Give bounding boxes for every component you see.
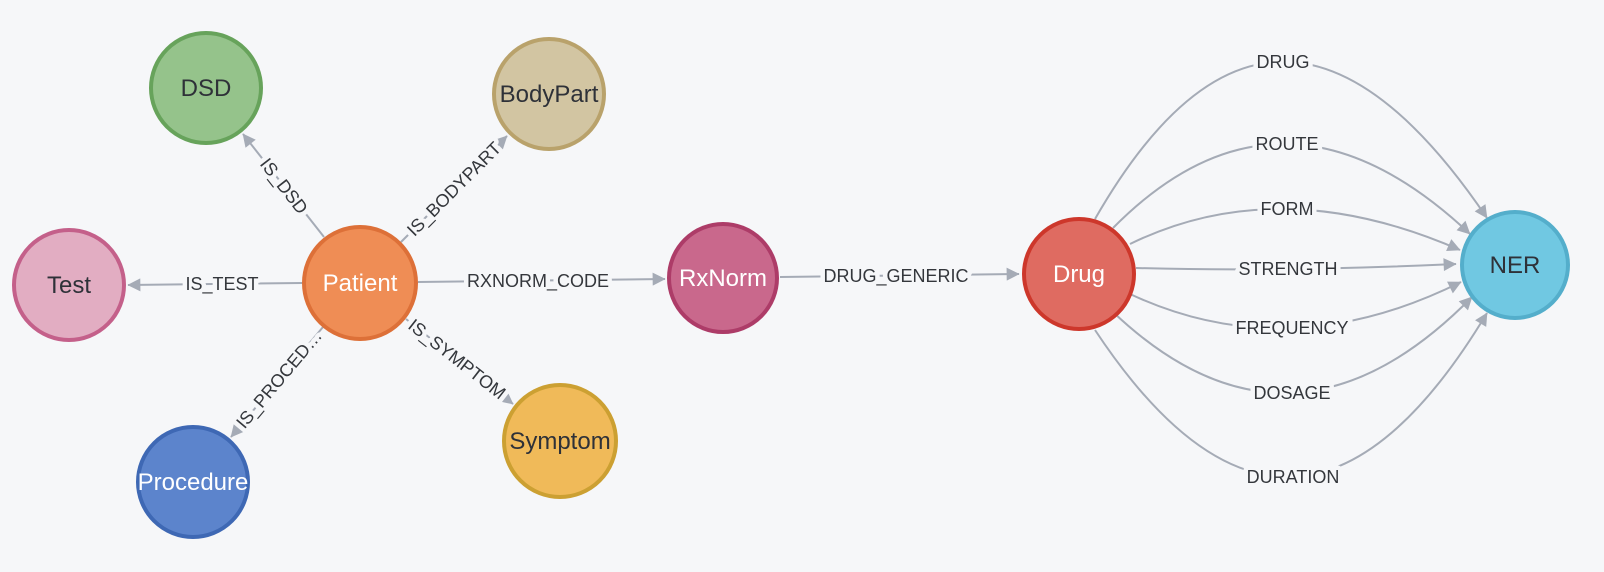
edge-label: RXNORM_CODE — [467, 271, 609, 292]
edge-label: IS_PROCED… — [232, 326, 327, 433]
node-drug[interactable]: Drug — [1022, 217, 1136, 331]
node-test[interactable]: Test — [12, 228, 126, 342]
edge-rxnorm-code[interactable]: RXNORM_CODE — [417, 267, 666, 297]
node-circle[interactable] — [492, 37, 606, 151]
node-label: Symptom — [509, 428, 610, 455]
edge-label: DOSAGE — [1253, 383, 1330, 403]
node-label: Procedure — [138, 469, 249, 496]
edge-duration[interactable]: DURATION — [1094, 312, 1488, 492]
node-circle[interactable] — [302, 225, 418, 341]
edge-line[interactable] — [1135, 258, 1457, 272]
edge-drug[interactable]: DRUG — [1094, 48, 1488, 220]
edge-label: IS_TEST — [185, 274, 258, 295]
edge-is-bodypart[interactable]: IS_BODYPART — [399, 134, 511, 246]
edge-line[interactable] — [230, 326, 324, 438]
edge-line[interactable] — [779, 267, 1020, 281]
node-circle[interactable] — [1460, 210, 1570, 320]
node-rxnorm[interactable]: RxNorm — [667, 222, 779, 334]
node-label: RxNorm — [679, 265, 767, 292]
edge-label: FORM — [1261, 199, 1314, 219]
node-label: Test — [47, 272, 91, 299]
node-patient[interactable]: Patient — [302, 225, 418, 341]
node-circle[interactable] — [149, 31, 263, 145]
node-procedure[interactable]: Procedure — [136, 425, 250, 539]
node-circle[interactable] — [12, 228, 126, 342]
edge-line[interactable] — [242, 133, 325, 238]
node-label: Drug — [1053, 261, 1105, 288]
edge-label: IS_SYMPTOM — [404, 315, 510, 404]
edge-is-dsd[interactable]: IS_DSD — [242, 133, 325, 238]
edge-line[interactable] — [1112, 143, 1471, 235]
edge-route[interactable]: ROUTE — [1112, 130, 1471, 235]
edge-label: ROUTE — [1256, 134, 1319, 154]
node-label: Patient — [323, 270, 398, 297]
node-circle[interactable] — [136, 425, 250, 539]
edge-line[interactable] — [405, 318, 514, 405]
node-symptom[interactable]: Symptom — [502, 383, 618, 499]
edge-dosage[interactable]: DOSAGE — [1112, 296, 1473, 408]
node-circle[interactable] — [667, 222, 779, 334]
edge-line[interactable] — [417, 272, 666, 286]
edge-label: DRUG — [1257, 52, 1310, 72]
node-ner[interactable]: NER — [1460, 210, 1570, 320]
edge-line[interactable] — [1094, 312, 1488, 478]
edge-label: IS_DSD — [255, 154, 312, 218]
edge-form[interactable]: FORM — [1129, 195, 1461, 252]
edge-line[interactable] — [1094, 60, 1488, 220]
node-bodypart[interactable]: BodyPart — [492, 37, 606, 151]
node-circle[interactable] — [502, 383, 618, 499]
node-label: NER — [1490, 252, 1541, 279]
edge-strength[interactable]: STRENGTH — [1135, 255, 1457, 284]
edge-line[interactable] — [400, 135, 508, 243]
edge-line[interactable] — [1129, 207, 1461, 252]
node-label: BodyPart — [500, 81, 599, 108]
edge-is-symptom[interactable]: IS_SYMPTOM — [399, 310, 514, 408]
node-circle[interactable] — [1022, 217, 1136, 331]
nodes-layer: DSD BodyPart Test Patient Procedure Symp… — [12, 31, 1570, 539]
node-dsd[interactable]: DSD — [149, 31, 263, 145]
edge-frequency[interactable]: FREQUENCY — [1129, 281, 1462, 343]
edge-line[interactable] — [127, 278, 303, 292]
edge-is-test[interactable]: IS_TEST — [127, 270, 303, 300]
edge-line[interactable] — [1112, 296, 1473, 394]
node-label: DSD — [181, 75, 232, 102]
edge-label: STRENGTH — [1239, 259, 1338, 279]
edge-drug-generic[interactable]: DRUG_GENERIC — [779, 262, 1020, 292]
edge-label: IS_BODYPART — [403, 138, 506, 241]
edge-is-procedure[interactable]: IS_PROCED… — [228, 321, 331, 438]
edge-label: FREQUENCY — [1235, 318, 1348, 338]
edge-line[interactable] — [1129, 281, 1462, 330]
edge-label: DRUG_GENERIC — [823, 266, 968, 287]
edge-label: DURATION — [1247, 467, 1340, 487]
